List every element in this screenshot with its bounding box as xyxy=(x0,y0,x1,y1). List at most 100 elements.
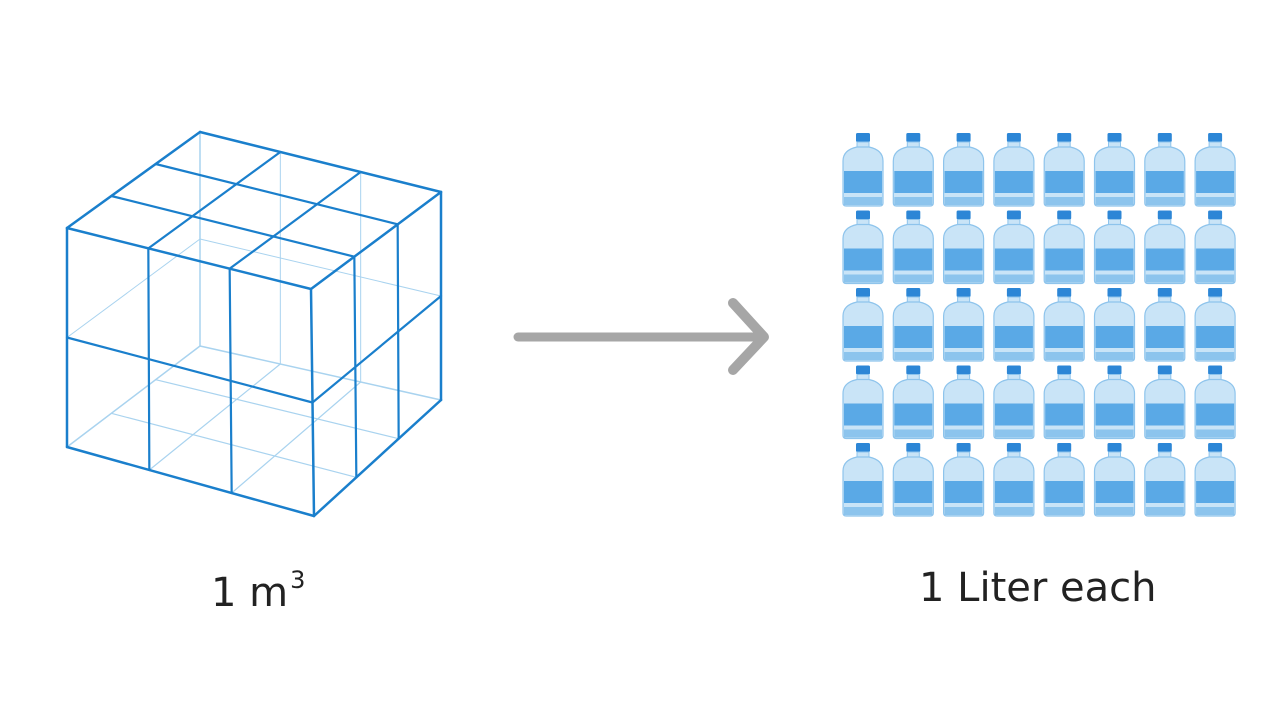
bottle-neck xyxy=(957,219,971,225)
bottle-water xyxy=(1095,171,1134,193)
cube-edge xyxy=(312,398,443,518)
bottle-water-base xyxy=(944,197,983,205)
bottle-neck xyxy=(1158,374,1172,380)
bottle-icon xyxy=(1144,443,1186,517)
bottle-water xyxy=(1196,326,1235,348)
bottle-cap xyxy=(1157,288,1172,297)
bottle-water xyxy=(994,403,1033,426)
bottle-neck xyxy=(1007,141,1021,148)
bottle-neck xyxy=(1158,296,1172,303)
bottle-neck xyxy=(1057,296,1071,303)
cube-edge xyxy=(198,130,443,194)
bottle-water-base xyxy=(1045,274,1084,283)
bottle-water-base xyxy=(1145,352,1184,360)
bottle-cap xyxy=(1057,210,1072,220)
bottle-water xyxy=(994,171,1033,193)
bottle-cap xyxy=(1006,133,1021,142)
bottle-cap xyxy=(856,443,870,452)
bottle-water xyxy=(894,481,933,503)
bottle-icon xyxy=(993,210,1035,285)
bottle-neck xyxy=(1057,374,1071,380)
bottle-cap xyxy=(856,210,870,220)
bottle-neck xyxy=(957,296,971,303)
bottle-water xyxy=(1045,171,1084,193)
bottle-cap xyxy=(956,210,971,220)
bottle-icon xyxy=(842,365,884,440)
bottle-icon xyxy=(1093,210,1136,285)
bottle-cap xyxy=(1157,365,1172,375)
bottle-water-base xyxy=(1145,429,1184,438)
bottle-neck xyxy=(856,219,870,225)
bottle-water-base xyxy=(1095,197,1134,205)
bottle-neck xyxy=(856,451,870,458)
bottle-water xyxy=(1045,326,1084,348)
cube-top-grid xyxy=(110,194,356,258)
bottle-water xyxy=(1145,403,1184,426)
bottle-water-base xyxy=(1145,197,1184,205)
bottle-neck xyxy=(957,451,971,458)
bottle-neck xyxy=(1108,296,1121,303)
bottle-cap xyxy=(1006,288,1021,297)
bottle-icon xyxy=(1194,133,1236,207)
bottle-icon xyxy=(1144,288,1186,362)
bottle-water-base xyxy=(1045,352,1084,360)
bottle-icon xyxy=(892,288,934,362)
bottle-cap xyxy=(1107,288,1122,297)
bottle-icon xyxy=(942,133,985,207)
bottle-cap xyxy=(1057,443,1072,452)
bottle-water xyxy=(1196,171,1235,193)
bottle-water-base xyxy=(1095,429,1134,438)
cube-hidden-grid xyxy=(110,412,357,478)
bottle-icon xyxy=(1093,133,1136,207)
cube-caption-exponent: 3 xyxy=(290,566,306,594)
cube-hidden-grid xyxy=(231,381,362,494)
bottle-cap xyxy=(1157,210,1172,220)
cube-edge xyxy=(65,445,316,518)
bottle-icon xyxy=(1043,133,1085,207)
bottle-water xyxy=(844,326,882,348)
bottle-cap xyxy=(906,365,921,375)
bottle-water xyxy=(1145,326,1184,348)
bottle-water-base xyxy=(944,429,983,438)
bottle-water xyxy=(1145,248,1184,271)
bottle-cap xyxy=(1107,133,1122,142)
bottle-water-base xyxy=(894,274,933,283)
bottle-water xyxy=(894,171,933,193)
bottle-icon xyxy=(1093,365,1136,440)
bottle-icon xyxy=(942,365,985,440)
bottle-cap xyxy=(1208,365,1223,375)
bottle-icon xyxy=(1194,443,1236,517)
cube-hidden-grid xyxy=(155,379,400,440)
bottle-cap xyxy=(1208,288,1223,297)
bottle-neck xyxy=(1208,219,1222,225)
bottles-caption: 1 Liter each xyxy=(919,565,1157,611)
bottle-cap xyxy=(956,133,971,142)
bottle-water xyxy=(1095,481,1134,503)
bottle-icon xyxy=(1194,288,1236,362)
bottle-water-base xyxy=(894,352,933,360)
bottle-water-base xyxy=(994,274,1033,283)
bottle-neck xyxy=(1208,374,1222,380)
bottle-icon xyxy=(1093,443,1136,517)
bottle-water xyxy=(1095,248,1134,271)
bottle-cap xyxy=(1006,210,1021,220)
bottle-cap xyxy=(1057,288,1072,297)
bottle-icon xyxy=(993,288,1035,362)
bottle-cap xyxy=(956,365,971,375)
bottle-cap xyxy=(956,443,971,452)
bottle-water-base xyxy=(944,274,983,283)
bottle-neck xyxy=(1007,374,1021,380)
bottle-neck xyxy=(957,374,971,380)
bottle-neck xyxy=(1057,141,1071,148)
bottle-water xyxy=(1196,481,1235,503)
cube-side-grid xyxy=(311,294,443,404)
bottle-water-base xyxy=(994,429,1033,438)
bottle-cap xyxy=(1157,443,1172,452)
bottle-cap xyxy=(1208,443,1223,452)
arrow-right-icon xyxy=(513,298,769,375)
cube-top-grid xyxy=(228,170,362,270)
bottle-water xyxy=(844,403,882,426)
cube-edge xyxy=(65,130,202,230)
